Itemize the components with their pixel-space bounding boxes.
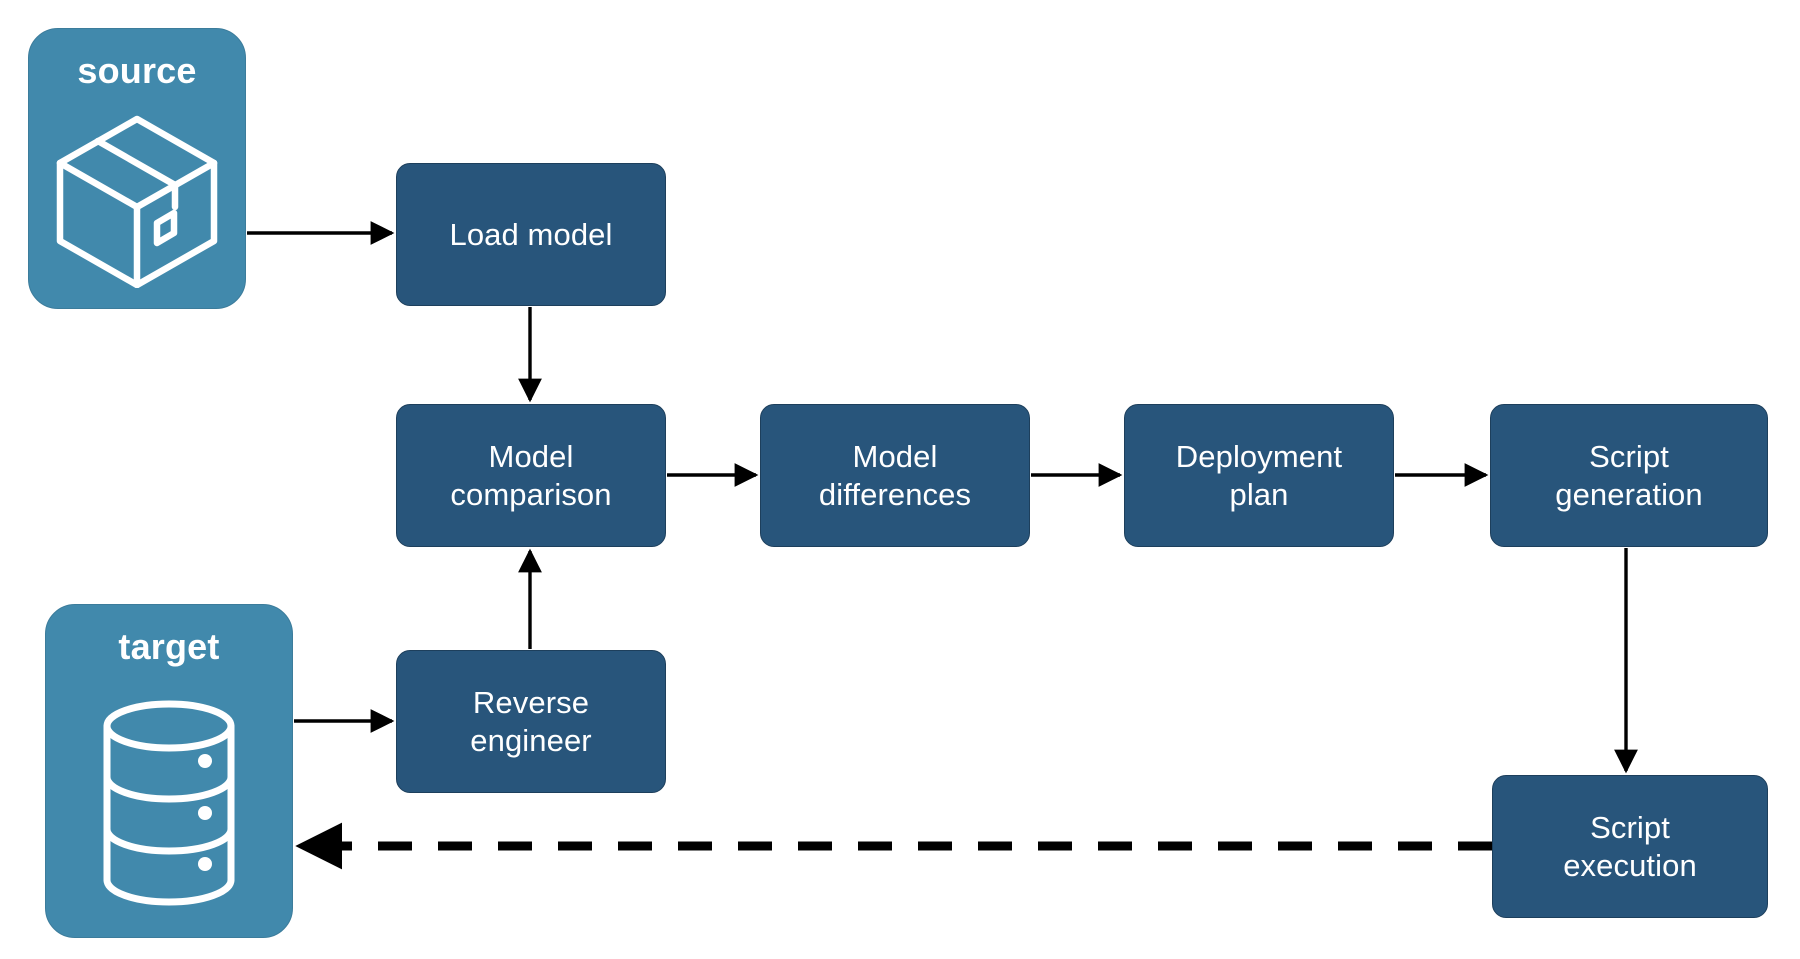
- node-script-execution-label: Script execution: [1563, 809, 1697, 883]
- node-reverse-engineer[interactable]: Reverse engineer: [396, 650, 666, 793]
- node-load-model-label: Load model: [449, 216, 613, 252]
- node-target[interactable]: target: [45, 604, 293, 938]
- node-model-differences-label: Model differences: [818, 438, 972, 512]
- package-box-icon: [29, 93, 245, 308]
- node-target-label: target: [118, 626, 220, 667]
- node-script-generation[interactable]: Script generation: [1490, 404, 1768, 547]
- node-script-execution[interactable]: Script execution: [1492, 775, 1768, 918]
- node-reverse-engineer-label: Reverse engineer: [470, 684, 592, 758]
- node-deployment-plan-label: Deployment plan: [1175, 438, 1343, 512]
- node-model-comparison-label: Model comparison: [450, 438, 612, 512]
- node-deployment-plan[interactable]: Deployment plan: [1124, 404, 1394, 547]
- database-cylinder-icon: [46, 669, 292, 937]
- node-script-generation-label: Script generation: [1555, 438, 1703, 512]
- node-source-label: source: [77, 50, 197, 91]
- node-source[interactable]: source: [28, 28, 246, 309]
- node-model-differences[interactable]: Model differences: [760, 404, 1030, 547]
- node-load-model[interactable]: Load model: [396, 163, 666, 306]
- node-model-comparison[interactable]: Model comparison: [396, 404, 666, 547]
